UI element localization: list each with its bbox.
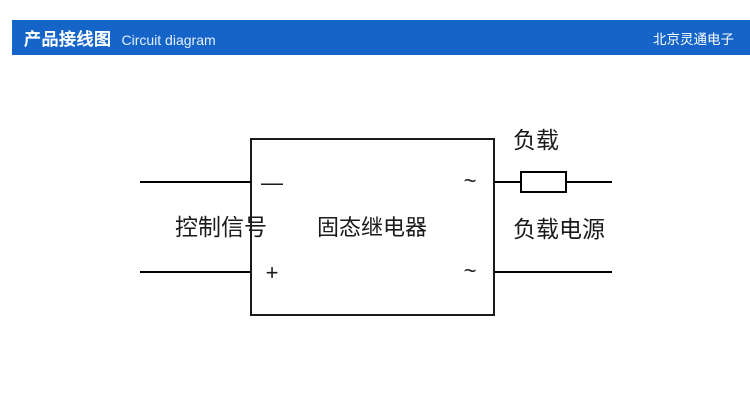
relay-name-label: 固态继电器 bbox=[317, 215, 427, 240]
terminal-ac-bottom-label: ~ bbox=[464, 258, 477, 283]
terminal-ac-top-label: ~ bbox=[464, 168, 477, 193]
page-title-en: Circuit diagram bbox=[121, 32, 216, 48]
page-title-cn: 产品接线图 bbox=[24, 30, 112, 49]
load-resistor-symbol bbox=[520, 171, 567, 193]
terminal-plus-label: + bbox=[266, 260, 279, 285]
header-accent-bar bbox=[0, 20, 12, 55]
load-power-label: 负载电源 bbox=[513, 216, 605, 242]
load-label: 负载 bbox=[513, 127, 559, 153]
header-title-group: 产品接线图 Circuit diagram bbox=[12, 25, 653, 50]
circuit-diagram: — + ~ ~ 固态继电器 控制信号 负载 负载电源 bbox=[0, 55, 750, 412]
control-signal-label: 控制信号 bbox=[175, 214, 267, 240]
brand-name: 北京灵通电子 bbox=[653, 31, 734, 47]
terminal-minus-label: — bbox=[261, 170, 283, 195]
relay-body-box bbox=[250, 138, 495, 316]
page-header: 产品接线图 Circuit diagram 北京灵通电子 bbox=[0, 20, 750, 55]
